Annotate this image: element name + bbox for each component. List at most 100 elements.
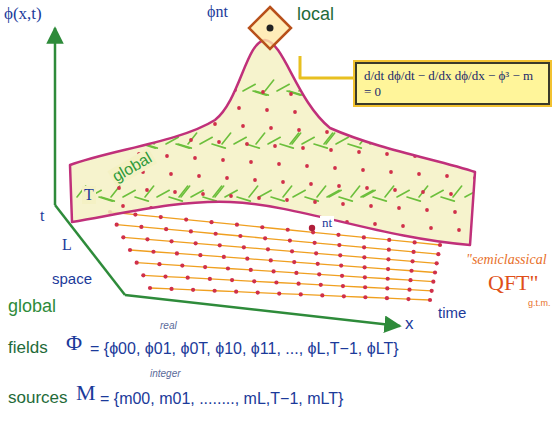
lattice-site bbox=[386, 277, 390, 281]
lattice-site bbox=[292, 260, 296, 264]
surface-site bbox=[177, 208, 181, 212]
hatch-stroke bbox=[296, 38, 309, 42]
hatch-stroke bbox=[428, 133, 437, 144]
hatch-stroke bbox=[477, 197, 490, 201]
surface-site bbox=[201, 192, 205, 196]
surface-site bbox=[93, 78, 97, 82]
surface-site bbox=[257, 196, 261, 200]
surface-site bbox=[237, 106, 241, 110]
hatch-stroke bbox=[135, 197, 148, 201]
surface-site bbox=[397, 206, 401, 210]
surface-site bbox=[373, 222, 377, 226]
lattice-site bbox=[226, 266, 230, 270]
hatch-stroke bbox=[400, 38, 413, 42]
surface-site bbox=[153, 224, 157, 228]
hatch-stroke bbox=[114, 31, 126, 38]
surface-site bbox=[445, 174, 449, 178]
hatch-stroke bbox=[203, 197, 216, 201]
note-text: QFT" bbox=[488, 270, 539, 295]
surface-site bbox=[349, 238, 353, 242]
lattice-site bbox=[299, 292, 303, 296]
lattice-site bbox=[410, 259, 414, 263]
hatch-stroke bbox=[330, 38, 343, 42]
lattice-site bbox=[386, 267, 390, 271]
hatch-stroke bbox=[422, 31, 434, 38]
hatch-stroke bbox=[462, 133, 471, 144]
lattice-site bbox=[175, 251, 179, 255]
set-symbol: M bbox=[76, 380, 96, 405]
hatch-stroke bbox=[336, 137, 348, 144]
surface-site bbox=[169, 172, 173, 176]
surface-site bbox=[389, 170, 393, 174]
axis-label: t bbox=[40, 207, 44, 225]
surface-site bbox=[469, 158, 473, 162]
hatch-stroke bbox=[173, 84, 185, 91]
lattice-site bbox=[135, 261, 139, 265]
surface-site bbox=[485, 230, 489, 234]
surface-site bbox=[457, 228, 461, 232]
axis-label: ϕ(x,t) bbox=[4, 4, 42, 24]
hatch-stroke bbox=[293, 190, 305, 197]
surface-site bbox=[453, 210, 457, 214]
surface-site bbox=[193, 156, 197, 160]
surface-site bbox=[273, 144, 277, 148]
surface-site bbox=[313, 200, 317, 204]
surface-site bbox=[177, 84, 181, 88]
lattice-site bbox=[386, 257, 390, 261]
hatch-stroke bbox=[305, 197, 318, 201]
hatch-stroke bbox=[407, 197, 420, 201]
hatch-stroke bbox=[132, 137, 144, 144]
surface-site bbox=[293, 110, 297, 114]
lattice-site bbox=[242, 245, 246, 249]
dimension-label: T bbox=[82, 186, 96, 204]
surface-site bbox=[337, 184, 341, 188]
hatch-stroke bbox=[397, 190, 409, 197]
surface-site bbox=[205, 210, 209, 214]
lattice-site bbox=[288, 238, 292, 242]
surface-site bbox=[165, 154, 169, 158]
hatch-stroke bbox=[225, 190, 237, 197]
surface-site bbox=[357, 150, 361, 154]
surface-site bbox=[405, 242, 409, 246]
lattice-site bbox=[316, 262, 320, 266]
hatch-stroke bbox=[129, 80, 138, 91]
lattice-site bbox=[438, 243, 442, 247]
surface-site bbox=[441, 156, 445, 160]
hatch-stroke bbox=[120, 133, 129, 144]
hatch-stroke bbox=[182, 31, 194, 38]
surface-site bbox=[361, 168, 365, 172]
hatch-stroke bbox=[342, 27, 351, 38]
hatch-stroke bbox=[472, 137, 484, 144]
axis-label: time bbox=[438, 304, 466, 321]
hatch-stroke bbox=[228, 38, 241, 42]
hatch-stroke bbox=[74, 144, 87, 148]
axis-label: space bbox=[52, 270, 92, 287]
hatch-stroke bbox=[148, 31, 160, 38]
surface-site bbox=[381, 134, 385, 138]
hatch-stroke bbox=[145, 186, 154, 197]
hatch-stroke bbox=[163, 80, 172, 91]
hatch-stroke bbox=[327, 190, 339, 197]
surface-site bbox=[489, 248, 493, 252]
field-point bbox=[267, 25, 274, 32]
surface-site bbox=[133, 134, 137, 138]
hatch-stroke bbox=[474, 137, 486, 144]
lattice-site bbox=[164, 227, 168, 231]
surface-site bbox=[409, 136, 413, 140]
surface-site bbox=[461, 246, 465, 250]
set-contents: = {ϕ00, ϕ01, ϕ0T, ϕ10, ϕ11, ..., ϕL,T−1,… bbox=[90, 340, 399, 358]
local-square bbox=[249, 7, 291, 49]
hatch-stroke bbox=[314, 144, 327, 148]
hatch-stroke bbox=[283, 186, 292, 197]
hatch-stroke bbox=[410, 27, 419, 38]
lattice-site bbox=[266, 247, 270, 251]
lattice-site bbox=[238, 234, 242, 238]
hatch-stroke bbox=[141, 84, 153, 91]
hatch-stroke bbox=[80, 31, 92, 38]
lattice-site bbox=[222, 255, 226, 259]
hatch-stroke bbox=[259, 190, 271, 197]
surface-site bbox=[401, 224, 405, 228]
surface-site bbox=[225, 176, 229, 180]
hatch-stroke bbox=[265, 80, 274, 91]
hatch-stroke bbox=[441, 197, 454, 201]
